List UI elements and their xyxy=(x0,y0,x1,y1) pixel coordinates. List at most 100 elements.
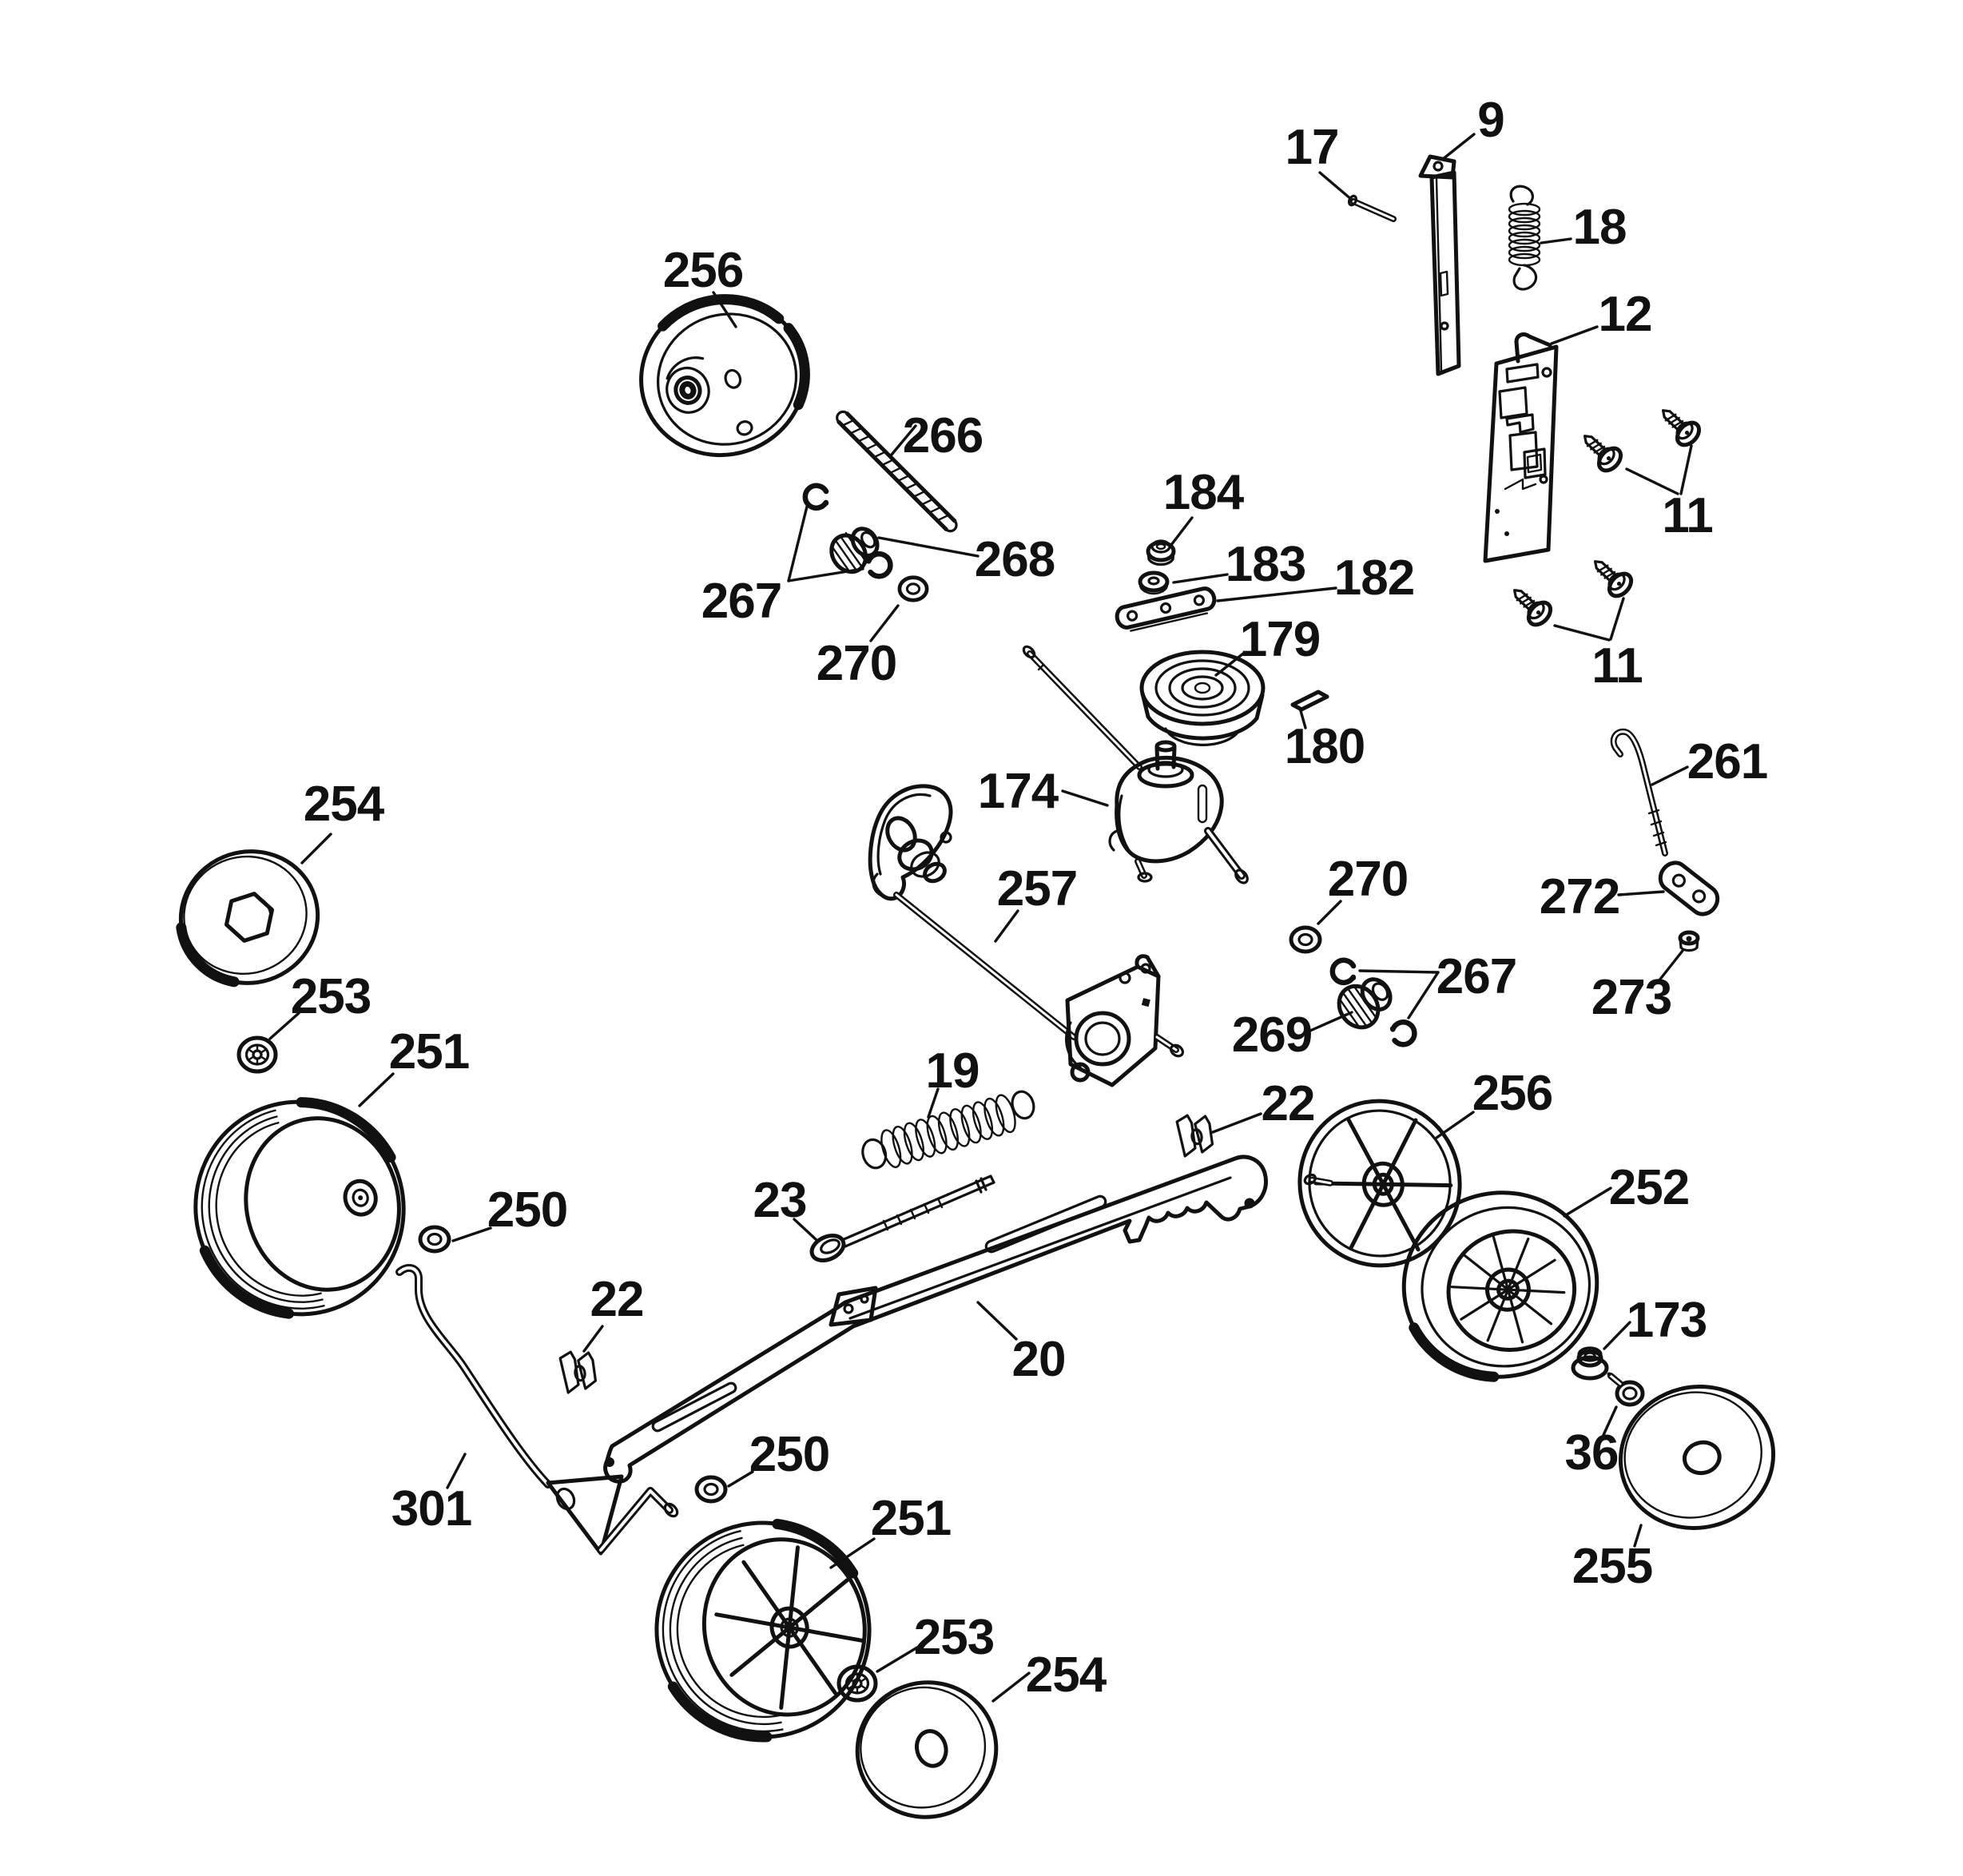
leader-line-23-25 xyxy=(793,1218,818,1242)
part-label-253-33: 253 xyxy=(291,969,371,1024)
part-label-268-2: 268 xyxy=(975,532,1055,587)
leader-line-179-8 xyxy=(1214,652,1245,677)
threaded-shaft-266 xyxy=(836,410,958,533)
self-tap-screw-11-d xyxy=(1587,552,1635,600)
part-label-251-32: 251 xyxy=(871,1491,951,1546)
extension-spring-18 xyxy=(1508,185,1541,291)
part-label-184-5: 184 xyxy=(1163,465,1245,520)
part-label-20-28: 20 xyxy=(1012,1332,1066,1387)
flat-washer-250-b xyxy=(697,1477,725,1501)
wheel-cover-255 xyxy=(1618,1385,1776,1530)
leader-line-254-36 xyxy=(991,1671,1031,1703)
leader-line-174-22 xyxy=(1061,789,1109,807)
self-tap-screw-11-a xyxy=(1576,427,1625,475)
part-label-272-17: 272 xyxy=(1540,869,1619,924)
part-label-250-29: 250 xyxy=(487,1182,567,1238)
leader-line-18-12 xyxy=(1540,237,1572,244)
shoulder-bolt-36 xyxy=(1607,1372,1645,1407)
part-label-261-16: 261 xyxy=(1687,734,1767,789)
hub-cap-254-left xyxy=(176,849,320,988)
leader-line-180-9 xyxy=(1298,706,1307,729)
pinion-gear-269 xyxy=(1337,977,1393,1030)
part-label-18-12: 18 xyxy=(1573,200,1627,255)
leader-line-261-16 xyxy=(1651,765,1689,786)
wheel-252-right xyxy=(1401,1190,1599,1382)
hub-cap-254-bottom xyxy=(855,1680,999,1819)
leader-line-252-39 xyxy=(1563,1186,1612,1218)
hex-nut-273 xyxy=(1678,930,1700,952)
e-clip-267-d xyxy=(1385,1017,1418,1049)
e-clip-267-c xyxy=(1329,956,1361,987)
cable-clip-22-b xyxy=(1174,1111,1215,1159)
leader-line-22-26 xyxy=(582,1325,604,1353)
mounting-plate-12 xyxy=(1483,332,1559,563)
leader-line-250-30 xyxy=(727,1470,754,1488)
part-label-255-42: 255 xyxy=(1572,1539,1652,1594)
leader-line-266-1 xyxy=(890,424,917,456)
gearbox-174 xyxy=(1108,740,1249,884)
leader-line-272-17 xyxy=(1617,890,1665,896)
part-label-266-1: 266 xyxy=(903,408,983,463)
leader-line-19-24 xyxy=(927,1087,940,1119)
flat-washer-270-a xyxy=(900,578,927,601)
flat-washer-250-a xyxy=(420,1227,449,1251)
part-label-173-40: 173 xyxy=(1627,1293,1707,1348)
brake-rod-261 xyxy=(1610,728,1668,857)
leader-line-11-15 xyxy=(1553,624,1611,642)
support-bar-182 xyxy=(1115,586,1217,632)
part-label-17-11: 17 xyxy=(1285,120,1339,175)
part-label-174-22: 174 xyxy=(978,764,1059,819)
part-label-254-35: 254 xyxy=(304,777,385,832)
part-label-11-14: 11 xyxy=(1662,488,1713,543)
leader-line-257-23 xyxy=(994,909,1019,943)
part-label-270-4: 270 xyxy=(817,636,896,691)
flat-washer-270-b xyxy=(1291,928,1320,952)
leader-line-253-33 xyxy=(268,1012,300,1040)
part-label-182-7: 182 xyxy=(1334,550,1414,606)
leader-line-268-2 xyxy=(877,536,980,558)
self-tap-screw-11-c xyxy=(1506,581,1555,629)
part-label-269-21: 269 xyxy=(1232,1008,1312,1063)
part-label-301-27: 301 xyxy=(391,1481,471,1536)
part-label-179-8: 179 xyxy=(1240,612,1320,667)
leader-line-301-27 xyxy=(446,1453,467,1489)
leader-line-256-38 xyxy=(1435,1111,1475,1139)
part-label-12-13: 12 xyxy=(1599,287,1652,342)
leader-line-36-41 xyxy=(1602,1405,1618,1437)
leader-line-11-14 xyxy=(1679,444,1693,495)
idler-bracket-257 xyxy=(868,784,1185,1087)
leader-line-269-21 xyxy=(1309,1011,1353,1032)
part-label-183-6: 183 xyxy=(1226,537,1305,592)
input-shaft-174 xyxy=(1022,645,1142,770)
leader-line-267-20 xyxy=(1407,971,1440,1019)
part-label-22-26: 22 xyxy=(590,1272,644,1327)
wheel-251-left xyxy=(193,1097,406,1319)
leader-line-11-14 xyxy=(1625,467,1679,495)
leader-line-9-10 xyxy=(1441,133,1476,161)
leader-line-251-32 xyxy=(829,1537,876,1569)
wheel-half-256-right xyxy=(1297,1099,1462,1268)
wheel-251-bottom xyxy=(654,1518,872,1743)
part-label-250-30: 250 xyxy=(749,1427,829,1482)
flat-washer-183 xyxy=(1138,570,1170,595)
leader-line-253-34 xyxy=(876,1646,919,1673)
part-label-252-39: 252 xyxy=(1609,1160,1689,1215)
drive-cover-256-left xyxy=(639,294,810,458)
part-label-180-9: 180 xyxy=(1285,719,1365,774)
cable-clip-22-a xyxy=(558,1347,598,1395)
leader-line-182-7 xyxy=(1216,586,1337,602)
push-nut-253-a xyxy=(239,1038,276,1071)
hanger-bracket-9 xyxy=(1418,154,1461,376)
part-label-9-10: 9 xyxy=(1477,93,1504,148)
woodruff-key-180 xyxy=(1290,690,1329,712)
flange-nut-184 xyxy=(1146,539,1176,566)
drive-pulley-179 xyxy=(1139,650,1266,746)
leader-line-256-0 xyxy=(712,291,737,328)
part-label-253-34: 253 xyxy=(914,1610,994,1665)
leader-line-255-42 xyxy=(1633,1524,1643,1548)
part-label-256-0: 256 xyxy=(663,243,743,298)
part-label-19-24: 19 xyxy=(926,1043,980,1099)
part-label-257-23: 257 xyxy=(997,861,1077,916)
